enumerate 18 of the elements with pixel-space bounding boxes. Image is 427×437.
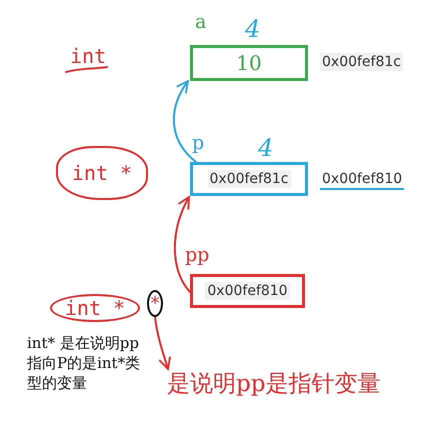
circled-type: int * <box>56 146 148 200</box>
variable-name: a <box>195 11 206 33</box>
arrow <box>154 316 171 370</box>
address-label: 0x00fef81c <box>320 53 403 71</box>
note-text: 是说明pp是指针变量 <box>167 370 380 399</box>
memory-box: 10 <box>190 45 308 81</box>
address-label: 0x00fef810 <box>320 170 404 190</box>
size-label: 4 <box>245 15 260 43</box>
arrow <box>173 80 197 163</box>
arrow <box>174 196 191 293</box>
size-label: 4 <box>258 134 274 162</box>
note-text: int* 是在说明pp指向P的是int*类型的变量 <box>27 333 142 393</box>
memory-box: 0x00fef810 <box>190 274 305 308</box>
type-label: int <box>70 44 106 68</box>
variable-name: pp <box>185 244 210 266</box>
variable-name: p <box>192 132 204 154</box>
circled-type: int * <box>50 294 140 322</box>
memory-box: 0x00fef81c <box>190 162 308 196</box>
